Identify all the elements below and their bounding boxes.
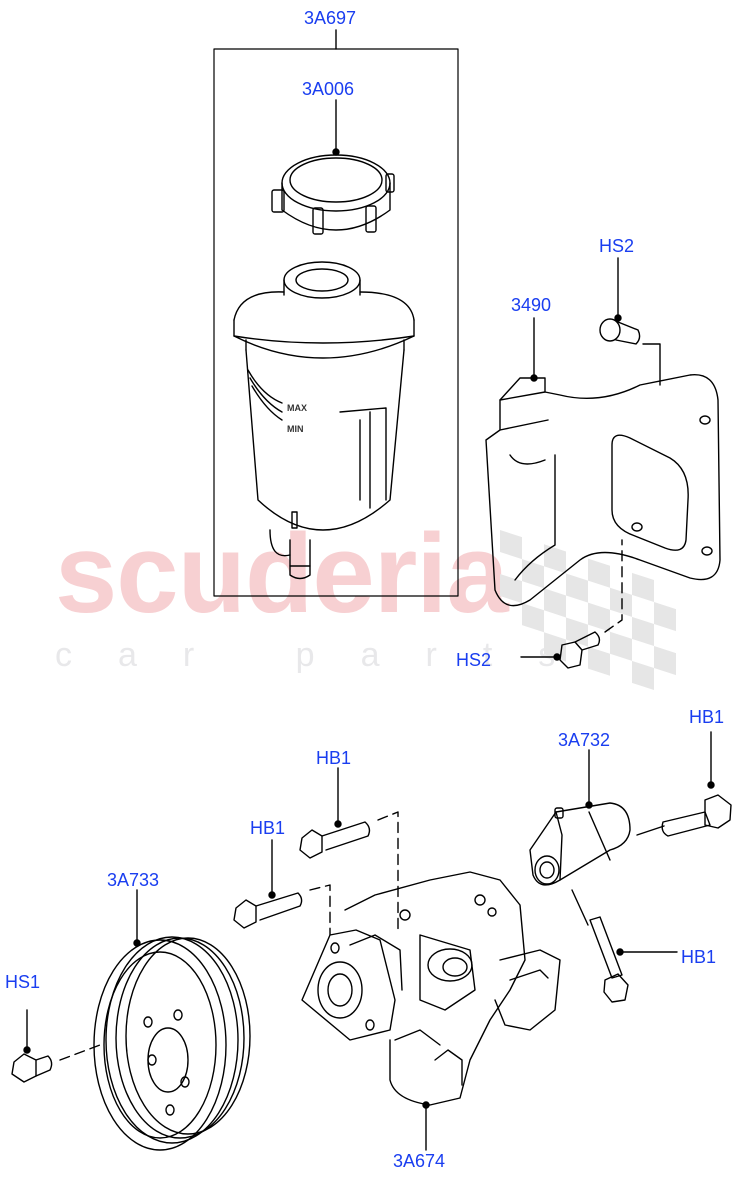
reservoir-min-marking: MIN bbox=[287, 424, 304, 434]
callout-HS2-lower[interactable]: HS2 bbox=[456, 650, 492, 670]
pulley-bolt bbox=[11, 1009, 53, 1083]
pump-bolt-middle bbox=[233, 839, 331, 936]
callout-HB1-middle[interactable]: HB1 bbox=[250, 818, 286, 838]
callout-3A006[interactable]: 3A006 bbox=[302, 79, 355, 99]
support-bolt-horizontal bbox=[661, 731, 732, 837]
bracket-bolt-upper bbox=[599, 257, 661, 386]
reservoir-cap bbox=[271, 99, 395, 235]
pump-pulley bbox=[59, 889, 251, 1151]
callout-3A674[interactable]: 3A674 bbox=[393, 1151, 446, 1171]
callout-3A732[interactable]: 3A732 bbox=[558, 730, 611, 750]
reservoir-assembly-box bbox=[213, 29, 459, 597]
callout-3A733[interactable]: 3A733 bbox=[107, 870, 160, 890]
reservoir-bracket bbox=[485, 317, 721, 607]
bracket-bolt-lower bbox=[520, 539, 623, 669]
pump-bracket-support bbox=[529, 749, 665, 886]
callout-HB1-horizontal[interactable]: HB1 bbox=[689, 707, 725, 727]
callout-HB1-vertical[interactable]: HB1 bbox=[681, 947, 717, 967]
callout-3490[interactable]: 3490 bbox=[511, 295, 552, 315]
support-bolt-vertical bbox=[571, 889, 678, 1003]
reservoir-body bbox=[233, 261, 415, 580]
callout-3A697[interactable]: 3A697 bbox=[304, 8, 357, 28]
power-steering-pump bbox=[301, 871, 561, 1151]
callout-HS1[interactable]: HS1 bbox=[5, 972, 41, 992]
callout-HS2-upper[interactable]: HS2 bbox=[599, 236, 635, 256]
callout-HB1-upper[interactable]: HB1 bbox=[316, 748, 352, 768]
pump-bolt-upper bbox=[299, 767, 399, 931]
reservoir-max-marking: MAX bbox=[287, 403, 307, 413]
